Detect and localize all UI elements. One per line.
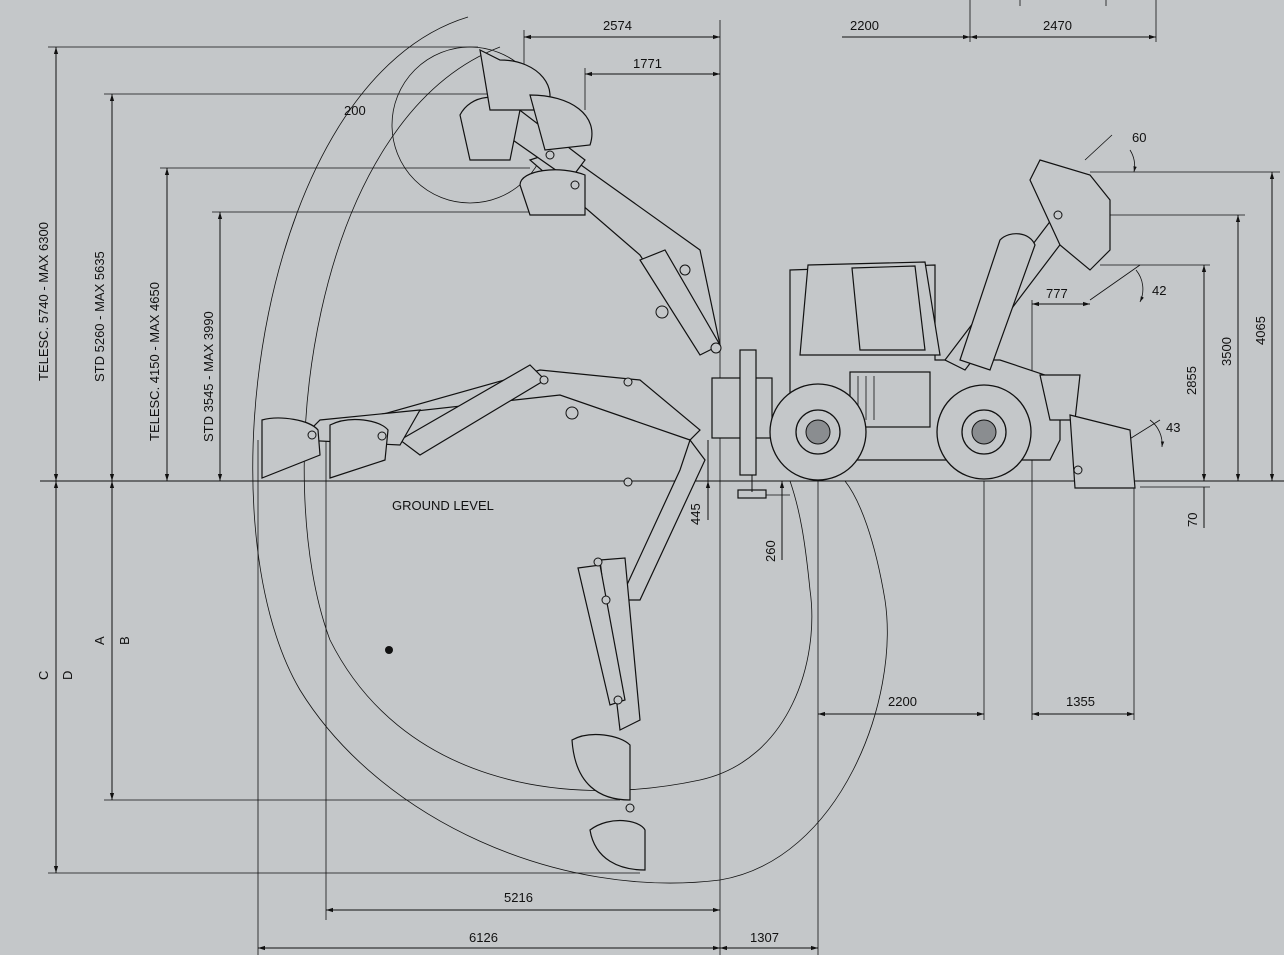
dim-3500: 3500: [1219, 337, 1234, 366]
dim-6126: 6126: [469, 930, 498, 945]
angle-42: 42: [1152, 283, 1166, 298]
reach-center-dot: [385, 646, 393, 654]
reach-arcs: [252, 16, 888, 884]
dim-2574: 2574: [603, 18, 632, 33]
depth-label-b: B: [117, 636, 132, 645]
height-telesc-5740: TELESC. 5740 - MAX 6300: [36, 222, 51, 381]
dim-777: 777: [1046, 286, 1068, 301]
loader-dimensions: [1032, 134, 1280, 528]
depth-label-a: A: [92, 636, 107, 645]
angle-60: 60: [1132, 130, 1146, 145]
height-std-5260: STD 5260 - MAX 5635: [92, 251, 107, 382]
dim-445: 445: [688, 503, 703, 525]
height-telesc-4150: TELESC. 4150 - MAX 4650: [147, 282, 162, 441]
dim-5216: 5216: [504, 890, 533, 905]
depth-label-c: C: [36, 671, 51, 680]
dim-2200-bottom: 2200: [888, 694, 917, 709]
dim-2470: 2470: [1043, 18, 1072, 33]
angle-43: 43: [1166, 420, 1180, 435]
top-dimensions: [523, 0, 1157, 110]
backhoe-arm-raised: [459, 48, 722, 356]
dim-1307: 1307: [750, 930, 779, 945]
dim-200: 200: [344, 103, 366, 118]
backhoe-arm-extended: [261, 364, 701, 479]
bottom-dimensions: [257, 20, 1135, 955]
dimension-labels: GROUND LEVEL 2574 1771 200 2200 2470 60 …: [36, 18, 1268, 945]
ground-level-label: GROUND LEVEL: [392, 498, 494, 513]
dim-2855: 2855: [1184, 366, 1199, 395]
height-dimensions: [48, 46, 565, 481]
loader-arm: [944, 159, 1136, 489]
depth-dimensions: [48, 481, 640, 874]
dim-2200-top: 2200: [850, 18, 879, 33]
backhoe-arm-digging: [571, 438, 706, 871]
depth-label-d: D: [60, 671, 75, 680]
dim-70: 70: [1185, 513, 1200, 527]
dim-1355: 1355: [1066, 694, 1095, 709]
dim-1771: 1771: [633, 56, 662, 71]
front-wheel: [936, 384, 1032, 480]
dim-4065: 4065: [1253, 316, 1268, 345]
height-std-3545: STD 3545 - MAX 3990: [201, 311, 216, 442]
dim-260: 260: [763, 540, 778, 562]
rear-wheel: [769, 383, 867, 481]
